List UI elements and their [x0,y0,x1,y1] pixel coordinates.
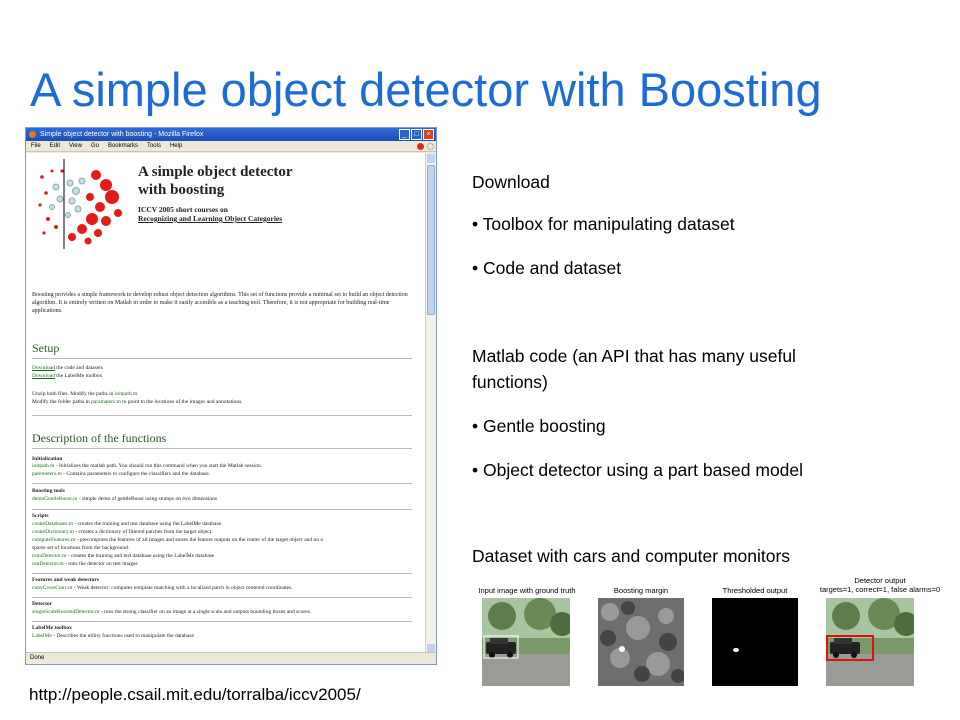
menu-bar: File Edit View Go Bookmarks Tools Help [26,141,436,152]
group-initialization: Initialization [32,456,63,462]
browser-window: Simple object detector with boosting - M… [25,127,437,665]
menu-edit[interactable]: Edit [49,143,61,149]
boosting-logo-icon [38,159,122,249]
bullet-object-detector: • Object detector using a part based mod… [472,460,804,480]
group-scripts: Scripts [32,513,49,519]
status-bar: Done [26,652,436,664]
bullet-toolbox: • Toolbox for manipulating dataset [472,214,735,234]
firefox-icon [29,131,36,138]
panel-label-threshold: Thresholded output [722,586,788,595]
function-line: demoGentleBoost.m - simple demo of gentl… [32,496,218,502]
group-detector: Detector [32,601,53,607]
throbber-icon [427,143,434,150]
group-boosting-tools: Boosting tools [32,488,65,494]
divider [32,621,412,622]
menu-go[interactable]: Go [90,143,99,149]
divider [32,483,412,484]
stop-icon[interactable] [417,143,424,150]
slide-title: A simple object detector with Boosting [30,63,822,116]
page-subtitle: ICCV 2005 short courses on [138,205,228,214]
panel-label-input: Input image with ground truth [478,586,576,595]
function-line: LabelMe - Describes the utility function… [32,633,194,639]
function-line: createDatabases.m - creates the training… [32,521,223,527]
menu-tools[interactable]: Tools [146,143,161,149]
matlab-line-2: functions) [472,372,548,392]
thresholded-output-image [712,598,798,686]
scroll-up-arrow-icon[interactable] [427,154,435,163]
divider [32,358,412,359]
scrollbar-thumb[interactable] [427,165,435,315]
divider [32,509,412,510]
input-image [482,598,570,686]
detector-output-image [826,598,914,686]
function-line: singleScaleBoostedDetector.m - runs the … [32,609,312,615]
function-line: runDetector.m - runs the detector on tes… [32,561,138,567]
intro-paragraph: Boosting provides a simple framework to … [32,292,408,314]
function-line: convCrossConv.m - Weak detector: compute… [32,585,293,591]
close-button[interactable]: × [423,129,434,140]
setup-line-3: Unzip both files. Modify the paths in in… [32,391,138,397]
dataset-caption: Dataset with cars and computer monitors [472,546,791,566]
group-features: Features and weak detectors [32,577,99,583]
function-line: createDictionary.m - creates a dictionar… [32,529,213,535]
browser-titlebar: Simple object detector with boosting - M… [26,128,436,141]
group-labelme: LabelMe toolbox [32,625,72,631]
page-heading: A simple object detector with boosting [138,164,293,198]
matlab-line-1: Matlab code (an API that has many useful [472,346,796,366]
divider [32,448,412,449]
menu-bookmarks[interactable]: Bookmarks [107,143,138,149]
functions-heading: Description of the functions [32,431,167,445]
detection-box [826,635,874,661]
bullet-code: • Code and dataset [472,258,622,278]
maximize-button[interactable]: □ [411,129,422,140]
page-subtitle-link[interactable]: Recognizing and Learning Object Categori… [138,214,283,223]
menu-file[interactable]: File [31,143,41,149]
function-line: paremeters.m - Contains parameters to co… [32,471,211,477]
menu-help[interactable]: Help [169,143,183,149]
page-viewport: A simple object detector with boosting I… [26,153,426,654]
vertical-scrollbar[interactable] [425,153,436,654]
setup-heading: Setup [32,341,60,355]
menu-view[interactable]: View [69,143,82,149]
download-heading: Download [472,172,550,192]
setup-line-4: Modify the folder paths in paramaters.m … [32,399,243,405]
divider [32,597,412,598]
minimize-button[interactable]: _ [399,129,410,140]
function-line: trainDetector.m - creates the training a… [32,553,215,559]
divider [32,415,412,416]
function-line: initpath.m - Initializes the matlab path… [32,463,263,469]
panel-label-margin: Boosting margin [613,586,669,595]
divider [32,573,412,574]
boosting-margin-image [598,598,684,686]
panel-label-detector: Detector output targets=1, correct=1, fa… [819,576,941,594]
bullet-gentle-boosting: • Gentle boosting [472,416,606,436]
setup-line-1: Download the code and datasets [32,365,103,371]
function-line: computeFeatures.m - precomputes the feat… [32,537,323,543]
window-title: Simple object detector with boosting - M… [40,131,204,138]
setup-line-2: Download the LabelMe toolbox [32,373,103,379]
scroll-down-arrow-icon[interactable] [427,644,435,653]
function-line: sparse set of locations from the backgro… [32,545,130,551]
source-url[interactable]: http://people.csail.mit.edu/torralba/icc… [29,685,361,704]
